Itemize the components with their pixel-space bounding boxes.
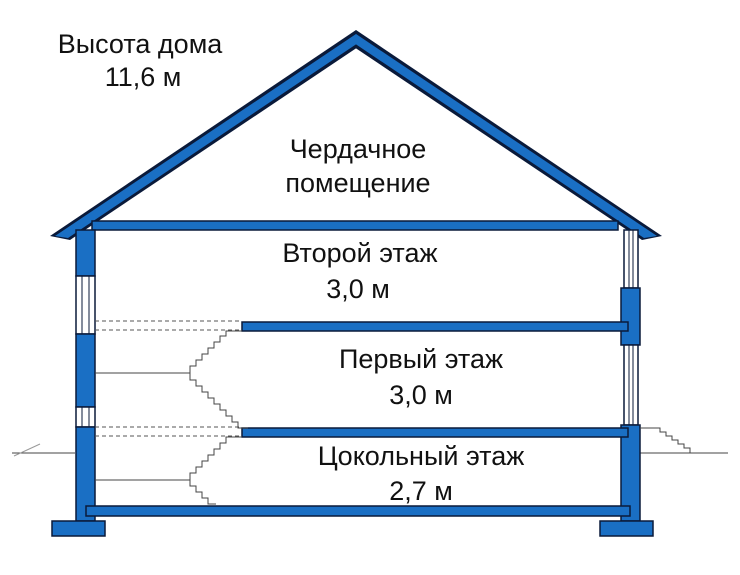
second-floor-name: Второй этаж — [282, 238, 437, 268]
stairs — [95, 330, 700, 505]
house-height-title: Высота дома — [58, 29, 224, 59]
roof-left-slope-fill — [55, 34, 358, 238]
first-floor-ceiling-slab — [241, 321, 629, 332]
stair-openings — [95, 320, 242, 437]
attic-floor-beam — [91, 220, 619, 231]
floor-slabs — [85, 321, 631, 517]
attic-label-line2: помещение — [285, 168, 430, 198]
roof-right-slope-fill — [354, 34, 657, 238]
first-floor-name: Первый этаж — [339, 344, 503, 374]
house-height-value: 11,6 м — [105, 62, 182, 92]
attic-label-line1: Чердачное — [290, 134, 427, 164]
ground — [12, 443, 728, 457]
basement-floor-slab — [85, 505, 631, 517]
roof — [50, 30, 662, 240]
left-wall — [51, 229, 106, 537]
first-floor-height: 3,0 м — [389, 380, 453, 410]
first-floor-slab — [241, 427, 629, 438]
basement-height: 2,7 м — [389, 476, 453, 506]
basement-name: Цокольный этаж — [318, 441, 525, 471]
right-wall — [599, 229, 654, 537]
second-floor-height: 3,0 м — [326, 274, 390, 304]
